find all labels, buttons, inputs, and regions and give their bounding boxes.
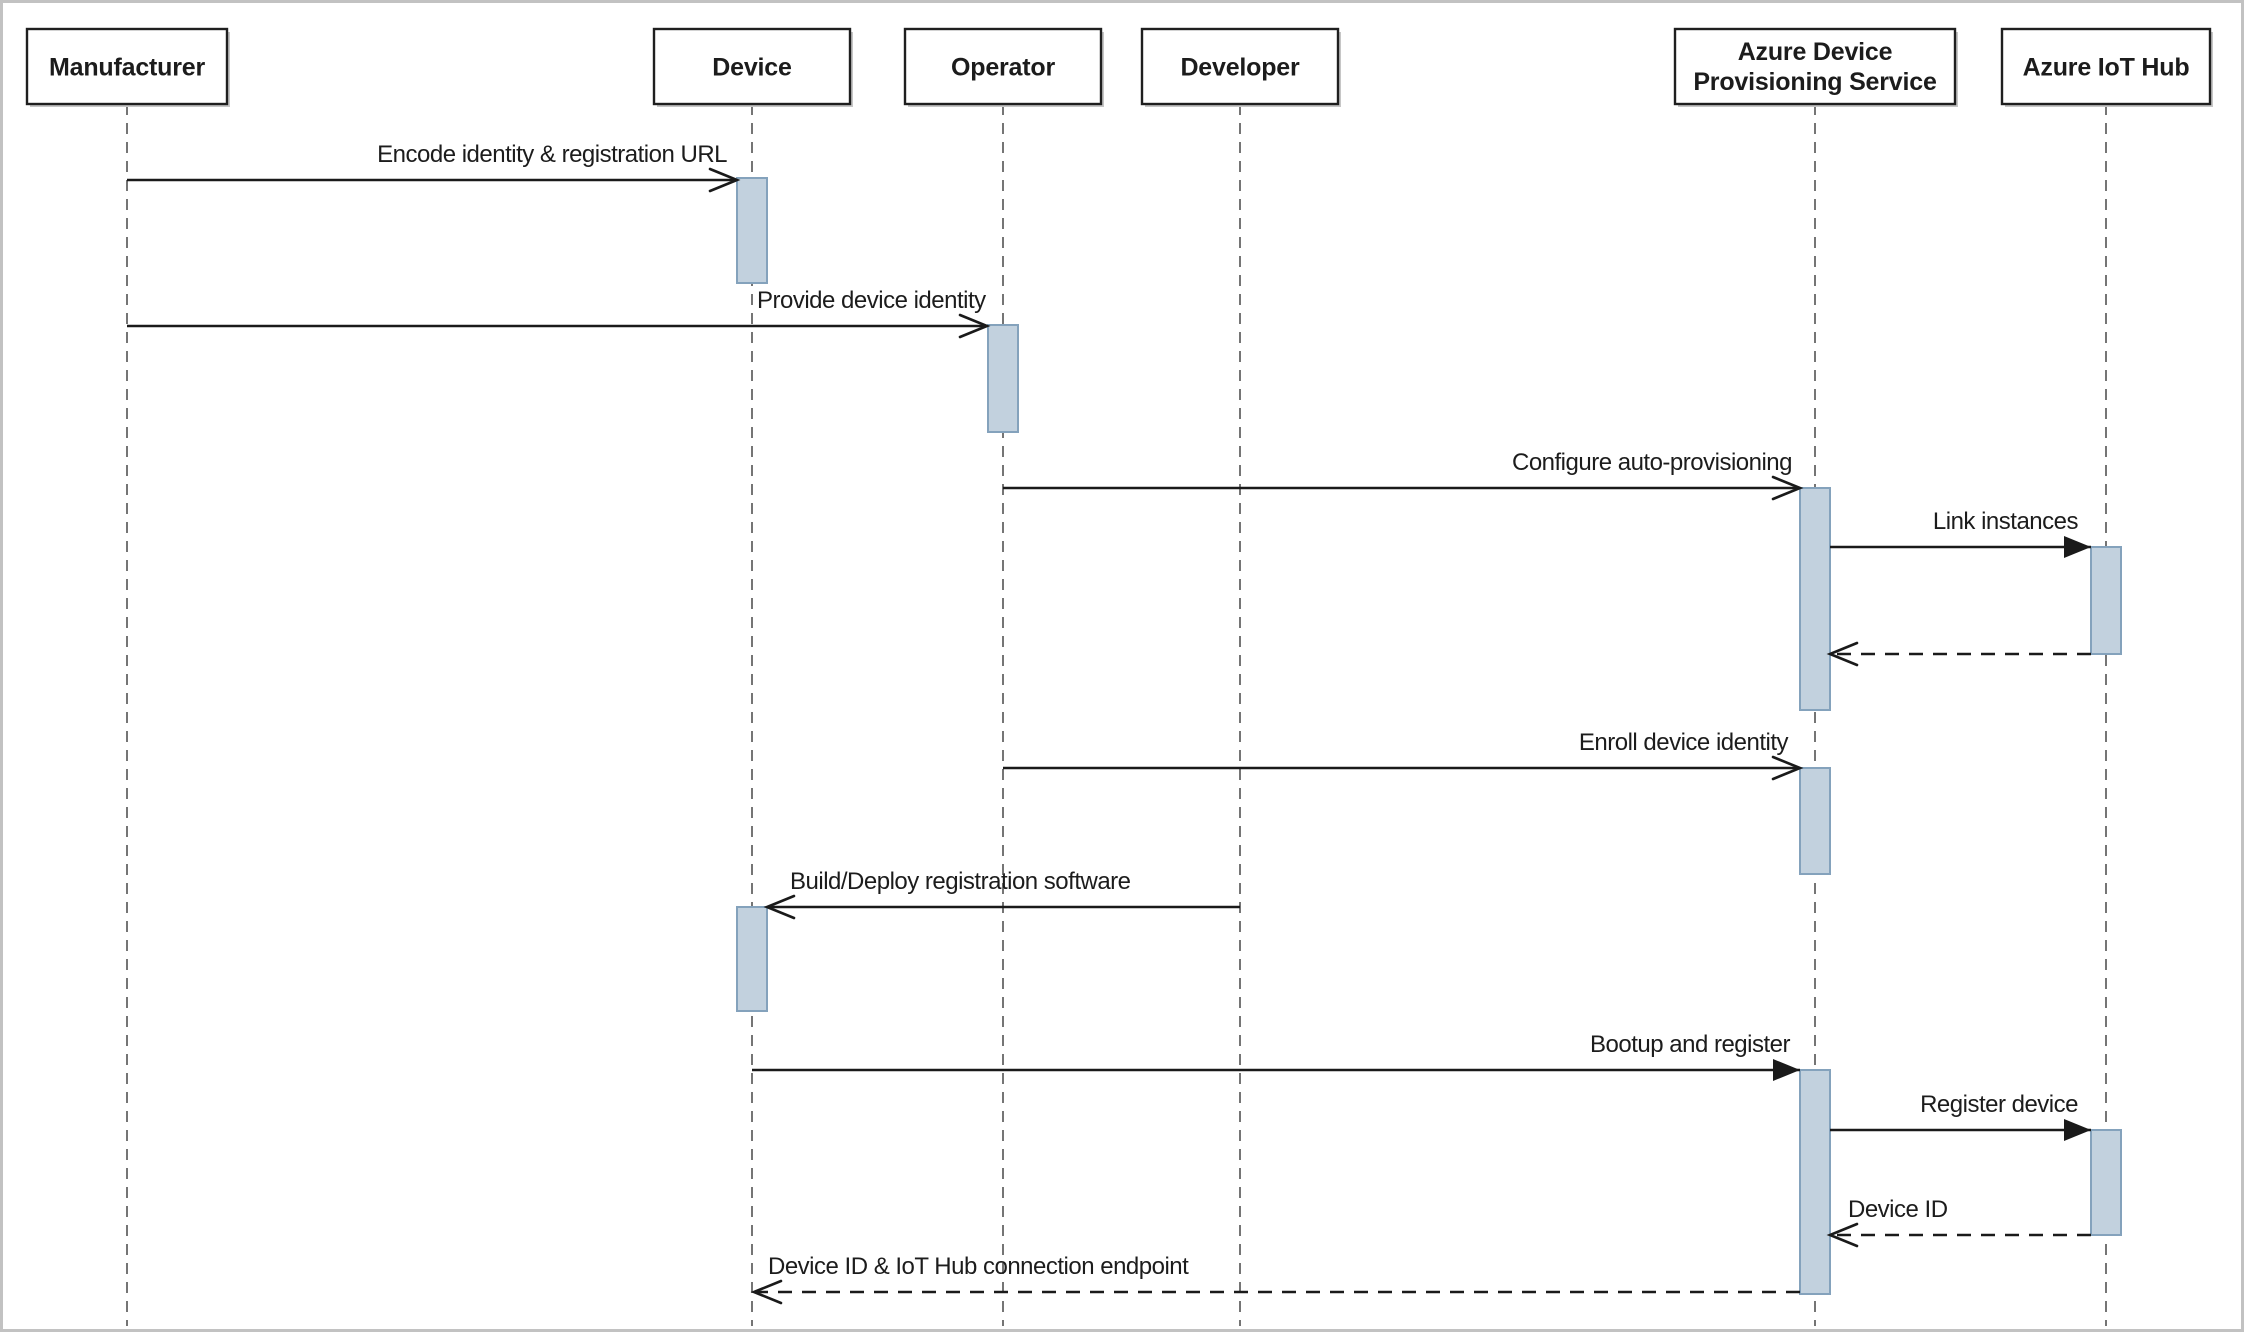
activation-bar-dps-4 [1799,767,1831,875]
participant-manufacturer: Manufacturer [25,27,230,107]
message-9-dps-to-iothub: Register device [1830,1091,2091,1141]
message-3-operator-to-dps: Configure auto-provisioning [1003,449,1804,501]
participant-box-iothub [2000,27,2212,106]
participant-box-developer [1140,27,1340,106]
arrowhead-open [958,313,991,339]
participant-device: Device [652,27,853,107]
participant-name-developer: Developer [1180,54,1300,82]
message-label: Encode identity & registration URL [377,141,727,168]
participant-name-iothub: Azure IoT Hub [2023,54,2190,82]
message-label: Register device [1920,1091,2078,1118]
arrowhead-open [708,167,741,193]
activation-bar-iothub-7 [2090,1129,2122,1236]
message-7-developer-to-device: Build/Deploy registration software [763,868,1240,920]
arrowhead-filled [1773,1059,1800,1081]
messages-layer: Encode identity & registration URL Provid… [127,141,2091,1305]
activation-bar-operator-1 [987,324,1019,433]
participants-layer: Manufacturer Device Operator Developer Azure… [25,27,2213,107]
participant-name-line: Operator [951,54,1055,82]
participant-name-line: Device [712,54,792,82]
participant-name-line: Azure IoT Hub [2023,54,2190,82]
activation-bar-dps-2 [1799,487,1831,711]
activation-bar-iothub-3 [2090,546,2122,655]
message-label: Device ID & IoT Hub connection endpoint [768,1253,1189,1280]
arrowhead-open [1826,641,1859,667]
activation-bar-dps-6 [1799,1069,1831,1295]
message-label: Provide device identity [757,287,986,314]
message-label: Build/Deploy registration software [790,868,1131,895]
message-10-iothub-to-dps: Device ID [1826,1196,2091,1248]
message-6-operator-to-dps: Enroll device identity [1003,729,1804,781]
message-label: Device ID [1848,1196,1948,1223]
arrowhead-open [763,894,796,920]
message-1-manufacturer-to-device: Encode identity & registration URL [127,141,741,193]
arrowhead-open [750,1279,783,1305]
message-label: Configure auto-provisioning [1512,449,1792,476]
message-label: Bootup and register [1590,1031,1790,1058]
participant-name-line: Azure Device [1738,38,1893,66]
arrowhead-filled [2064,1119,2091,1141]
participant-iothub: Azure IoT Hub [2000,27,2213,107]
message-4-dps-to-iothub: Link instances [1830,508,2091,558]
message-label: Enroll device identity [1579,729,1789,756]
activation-bar-device-5 [736,906,768,1012]
participant-name-operator: Operator [951,54,1055,82]
activation-bar-device-0 [736,177,768,284]
message-2-manufacturer-to-operator: Provide device identity [127,287,991,339]
participant-operator: Operator [903,27,1104,107]
lifelines-layer [126,104,2107,1326]
participant-box-operator [903,27,1103,106]
participant-name-line: Developer [1180,54,1300,82]
message-5-iothub-to-dps [1826,641,2091,667]
participant-box-device [652,27,852,106]
message-8-device-to-dps: Bootup and register [752,1031,1800,1081]
arrowhead-open [1771,475,1804,501]
participant-developer: Developer [1140,27,1341,107]
participant-name-line: Manufacturer [49,54,205,82]
participant-box-dps [1673,27,1957,106]
participant-name-line: Provisioning Service [1693,68,1937,96]
participant-box-manufacturer [25,27,229,106]
message-label: Link instances [1933,508,2079,535]
participant-name-manufacturer: Manufacturer [49,54,205,82]
activations-layer [736,177,2122,1295]
arrowhead-open [1771,755,1804,781]
arrowhead-open [1826,1222,1859,1248]
message-11-dps-to-device: Device ID & IoT Hub connection endpoint [750,1253,1800,1305]
arrowhead-filled [2064,536,2091,558]
participant-name-device: Device [712,54,792,82]
